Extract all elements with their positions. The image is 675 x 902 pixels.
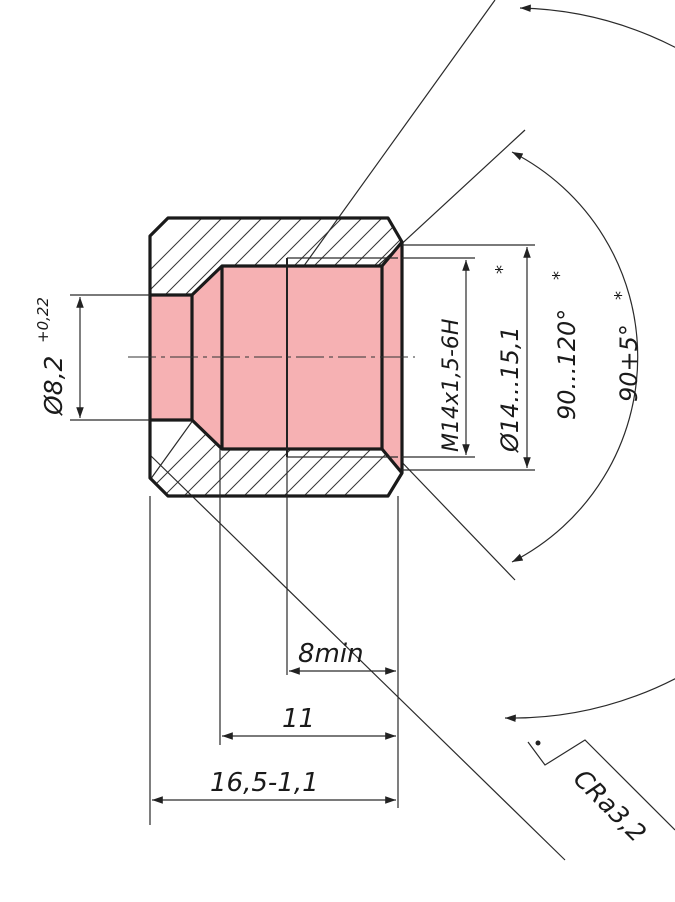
label-outer-angle-mark: * [611, 291, 632, 300]
label-chamfer-diameter: Ø14...15,1 [496, 326, 524, 453]
label-total-length: 16,5-1,1 [210, 768, 319, 798]
countersink-extension-line-lower [394, 454, 516, 581]
label-thread: M14x1,5-6H [439, 319, 464, 452]
label-outer-angle-group: 90+5° * [611, 291, 643, 402]
label-chamfer-group: Ø14...15,1 * [492, 265, 524, 453]
section-hatch-upper [150, 218, 402, 295]
part-outline [148, 216, 404, 498]
chamfer-extension-line-lower [149, 454, 566, 861]
dim-arc-outer-angle [504, 4, 675, 722]
label-bore-depth: 11 [282, 704, 315, 734]
label-countersink-mark: * [549, 271, 570, 280]
label-small-bore-diameter: Ø8,2 [39, 356, 68, 416]
label-outer-angle: 90+5° [615, 324, 643, 402]
surface-finish-check-icon [527, 739, 675, 831]
label-small-bore-tolerance: +0,22 [34, 297, 52, 343]
label-surface-finish: CRa3,2 [568, 764, 652, 848]
label-small-bore-group: Ø8,2 +0,22 [34, 297, 68, 416]
label-thread-length: 8min [298, 639, 364, 669]
label-chamfer-mark: * [492, 265, 513, 274]
label-countersink-group: 90...120° * [549, 271, 581, 420]
surface-finish-symbol: CRa3,2 [527, 739, 675, 848]
surface-finish-dot [535, 740, 541, 746]
label-countersink-angle: 90...120° [553, 309, 581, 420]
dim-arc-countersink [511, 151, 639, 563]
